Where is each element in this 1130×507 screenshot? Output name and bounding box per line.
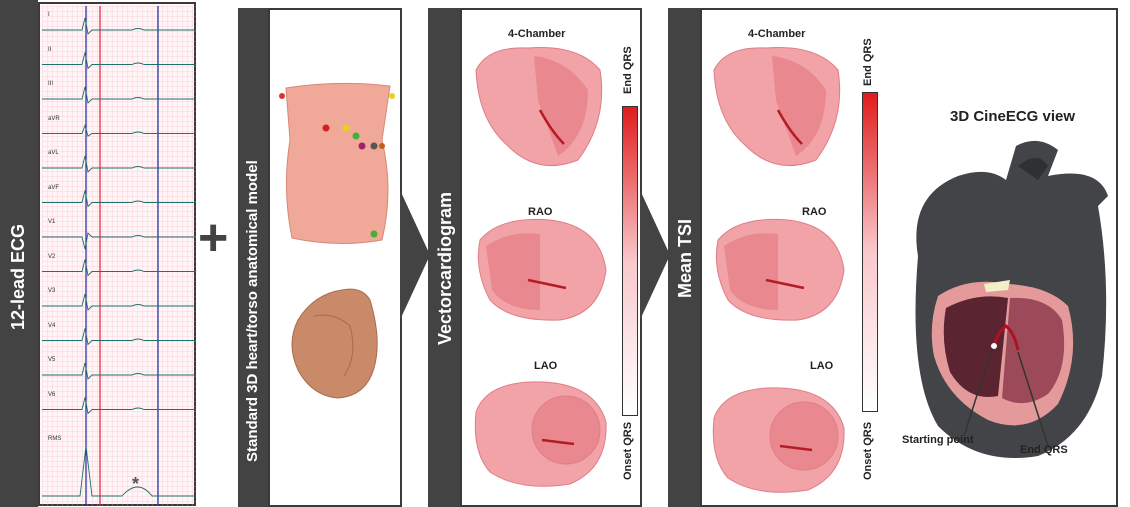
ecg-lead-label: II [48,47,51,53]
ecg-lead-label: V6 [48,392,55,398]
torso-model [278,80,398,250]
plus-sign: + [198,208,228,268]
ecg-grid [42,6,196,506]
cine-title: 3D CineECG view [950,108,1075,125]
rms-label: RMS [48,436,61,442]
vcg-heart-rao [470,210,610,330]
cine-starting-point-label: Starting point [902,434,974,446]
heart-chamber [770,402,838,470]
tsi-view-lao: LAO [810,360,833,372]
vcg-colorbar-end-label: End QRS [622,46,634,94]
vcg-heart-lao [470,372,610,492]
ecg-panel-title: 12-lead ECG [8,224,29,330]
vcg-colorbar-onset-label: Onset QRS [622,422,634,480]
ecg-lead-label: V1 [48,219,55,225]
arrow-to-vcg [400,190,430,320]
ecg-lead-label: I [48,12,50,18]
heart-model [284,286,384,406]
rms-asterisk: * [132,474,139,495]
tsi-heart-lao [708,378,848,498]
ecg-lead-label: V5 [48,357,55,363]
ecg-lead-label: aVR [48,116,60,122]
vcg-panel-title: Vectorcardiogram [435,192,456,345]
vcg-heart-4chamber [468,40,608,170]
ecg-lead-label: V4 [48,323,55,329]
tsi-colorbar-onset-label: Onset QRS [862,422,874,480]
tsi-cine-panel: 4-Chamber RAO LAO End QRS Onset QRS 3D C… [700,8,1118,507]
vcg-panel: 4-Chamber RAO LAO End QRS Onset QRS [460,8,642,507]
ecg-lead-label: aVL [48,150,59,156]
arrow-to-tsi [640,190,670,320]
tsi-colorbar [862,92,878,412]
model-panel-title: Standard 3D heart/torso anatomical model [244,160,261,462]
ecg-lead-label: aVF [48,185,59,191]
tsi-panel-title: Mean TSI [675,219,696,298]
cine-heart-3d [898,136,1118,466]
vcg-view-lao: LAO [534,360,557,372]
ecg-lead-label: III [48,81,53,87]
vcg-colorbar [622,106,638,416]
ecg-lead-label: V2 [48,254,55,260]
tsi-heart-4chamber [706,40,846,170]
tsi-heart-rao [708,210,848,330]
vcg-view-4chamber: 4-Chamber [508,28,565,40]
ecg-lead-label: V3 [48,288,55,294]
cine-end-qrs-label: End QRS [1020,444,1068,456]
tsi-view-4chamber: 4-Chamber [748,28,805,40]
model-panel [268,8,402,507]
heart-chamber [532,396,600,464]
tsi-colorbar-end-label: End QRS [862,38,874,86]
